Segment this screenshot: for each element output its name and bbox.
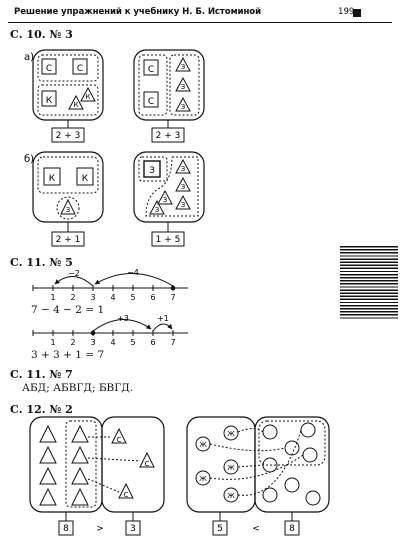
expr-b-left: 2 + 1	[56, 235, 81, 245]
triangle-z: З	[181, 183, 186, 191]
count-value: 8	[289, 524, 295, 534]
square-c: С	[77, 64, 83, 74]
expr-box-a-right	[151, 127, 185, 143]
tick-label: 4	[110, 293, 115, 302]
circle-zh: Ж	[227, 430, 235, 438]
triangle-c: С	[145, 460, 150, 468]
header-square-mark	[353, 9, 361, 17]
triangle-z: З	[155, 206, 160, 214]
triangle-z: З	[181, 83, 186, 91]
tick-label: 1	[50, 293, 55, 302]
section-3-answer: АБД; АБВГД; БВГД.	[22, 382, 134, 394]
arc-label: −4	[127, 268, 139, 277]
arc-label: +3	[117, 314, 129, 323]
triangle-k: К	[86, 93, 91, 101]
count-box	[284, 520, 300, 536]
count-box	[125, 520, 141, 536]
expr-a-right: 2 + 3	[156, 131, 181, 141]
triangle-c: С	[124, 491, 129, 499]
count-value: 5	[217, 524, 223, 534]
arc-label: +1	[157, 314, 169, 323]
tick-label: 5	[130, 338, 135, 347]
page-number: 199	[338, 7, 355, 17]
tick-label: 7	[170, 293, 175, 302]
triangle-z: З	[181, 103, 186, 111]
tick-label: 7	[170, 338, 175, 347]
expr-a-left: 2 + 3	[56, 131, 81, 141]
expr-box-b-right	[151, 231, 185, 247]
section-title-2: С. 11. № 5	[10, 256, 73, 269]
running-header-title: Решение упражнений к учебнику Н. Б. Исто…	[14, 7, 262, 17]
triangle-c: С	[117, 436, 122, 444]
count-box	[58, 520, 74, 536]
circle-zh: Ж	[199, 475, 207, 483]
tick-label: 4	[110, 338, 115, 347]
circle-zh: Ж	[227, 492, 235, 500]
count-value: 8	[63, 524, 69, 534]
circle-zh: Ж	[199, 441, 207, 449]
triangle-k: К	[74, 101, 79, 109]
circle-zh: Ж	[227, 464, 235, 472]
section-title-3: С. 11. № 7	[10, 368, 73, 381]
tick-label: 2	[70, 293, 75, 302]
compare-sign: <	[252, 524, 260, 534]
triangle-z: З	[163, 196, 168, 204]
tick-label: 5	[130, 293, 135, 302]
set-b-right	[133, 151, 205, 223]
triangle-z: З	[66, 206, 71, 214]
number-line-1	[32, 273, 188, 291]
square-c: С	[46, 64, 52, 74]
tick-label: 2	[70, 338, 75, 347]
label-b: б)	[24, 154, 34, 165]
expr-b-right: 1 + 5	[156, 235, 181, 245]
tick-label: 1	[50, 338, 55, 347]
set-a-left	[32, 49, 104, 121]
square-c: С	[148, 97, 154, 107]
square-c: С	[148, 65, 154, 75]
label-a: а)	[24, 52, 34, 63]
square-k: К	[82, 174, 89, 184]
tick-label: 3	[90, 338, 95, 347]
tick-label: 6	[150, 293, 155, 302]
set-circles	[186, 416, 330, 513]
running-header: Решение упражнений к учебнику Н. Б. Исто…	[8, 4, 392, 23]
number-line-2	[32, 319, 188, 336]
square-z: З	[149, 166, 155, 176]
arc-label: −2	[68, 269, 80, 278]
expr-box-b-left	[51, 231, 85, 247]
triangle-z: З	[181, 165, 186, 173]
section-title-1: С. 10. № 3	[10, 28, 73, 41]
chapter-tab-stripes	[340, 246, 398, 320]
count-value: 3	[130, 524, 136, 534]
section-title-4: С. 12. № 2	[10, 403, 73, 416]
compare-sign: >	[96, 524, 104, 534]
square-k: К	[49, 174, 56, 184]
tick-label: 3	[90, 293, 95, 302]
equation-1: 7 − 4 − 2 = 1	[31, 304, 105, 316]
expr-box-a-left	[51, 127, 85, 143]
set-a-right	[133, 49, 205, 121]
triangle-z: З	[181, 63, 186, 71]
count-box	[212, 520, 228, 536]
triangle-z: З	[181, 201, 186, 209]
square-k: К	[46, 96, 53, 106]
equation-2: 3 + 3 + 1 = 7	[31, 349, 105, 361]
tick-label: 6	[150, 338, 155, 347]
